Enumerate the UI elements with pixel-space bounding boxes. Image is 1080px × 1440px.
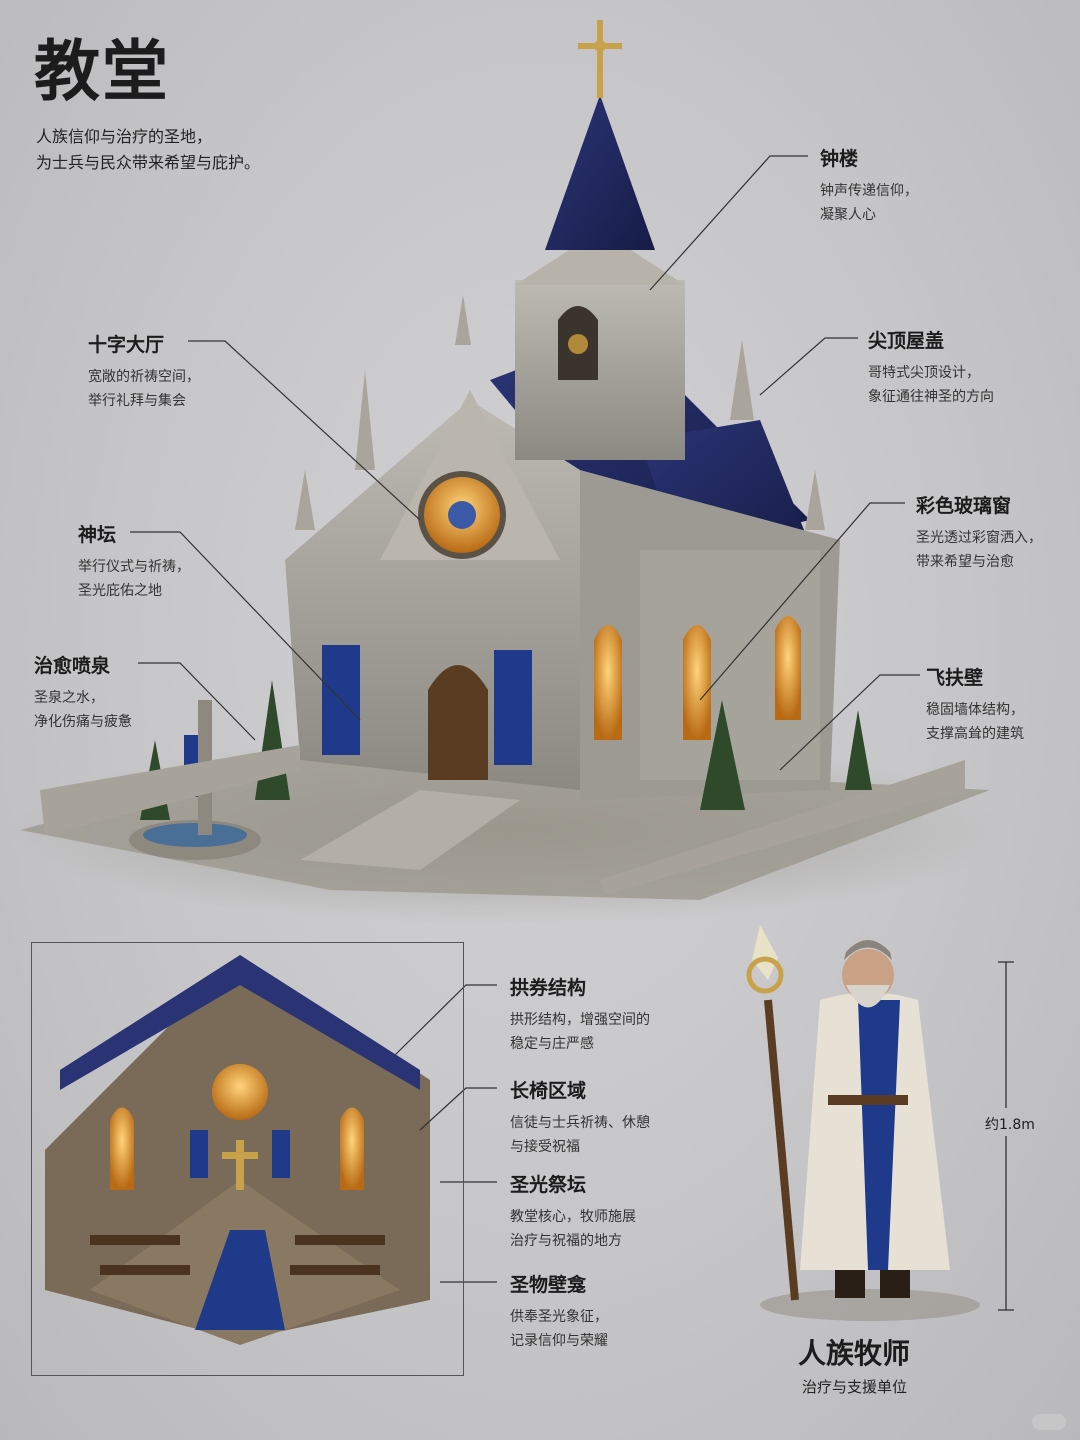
- callout-line: 举行礼拜与集会: [88, 393, 186, 409]
- callout-title: 拱券结构: [510, 977, 587, 999]
- callout-arch-structure: 拱券结构 拱形结构，增强空间的 稳定与庄严感: [510, 973, 650, 1056]
- leader-line-bell-tower: [649, 155, 808, 291]
- callout-line: 举行仪式与祈祷，: [78, 559, 190, 575]
- leader-line-spire-roof: [759, 337, 858, 396]
- callout-title: 圣物壁龛: [510, 1274, 587, 1296]
- leader-line-healing-fountain: [138, 662, 256, 741]
- callout-line: 净化伤痛与疲惫: [34, 714, 132, 730]
- leader-line-cross-hall: [188, 340, 421, 521]
- unit-subtitle: 治疗与支援单位: [802, 1378, 908, 1396]
- callout-line: 支撑高耸的建筑: [926, 726, 1024, 742]
- callout-title: 彩色玻璃窗: [916, 495, 1012, 517]
- subtitle-line: 为士兵与民众带来希望与庇护。: [36, 153, 261, 172]
- callout-line: 治疗与祝福的地方: [510, 1233, 622, 1249]
- callout-line: 圣光透过彩窗洒入，: [916, 530, 1042, 546]
- interior-frame: [31, 942, 464, 1376]
- leader-line-stained-glass: [699, 502, 905, 701]
- callout-title: 飞扶壁: [926, 667, 984, 689]
- callout-line: 圣光庇佑之地: [78, 583, 162, 599]
- callout-title: 十字大厅: [88, 334, 165, 356]
- callout-line: 哥特式尖顶设计，: [868, 365, 980, 381]
- callout-cross-hall: 十字大厅 宽敞的祈祷空间， 举行礼拜与集会: [88, 330, 200, 413]
- callout-flying-buttress: 飞扶壁 稳固墙体结构， 支撑高耸的建筑: [926, 663, 1024, 746]
- interior-illustration: [45, 955, 430, 1345]
- callout-title: 圣光祭坛: [510, 1174, 587, 1196]
- callout-line: 钟声传递信仰，: [820, 183, 918, 199]
- callout-title: 长椅区域: [510, 1080, 587, 1102]
- callout-line: 教堂核心，牧师施展: [510, 1209, 636, 1225]
- watermark-badge: [1032, 1414, 1066, 1430]
- callout-line: 象征通往神圣的方向: [868, 389, 994, 405]
- callout-altar: 神坛 举行仪式与祈祷， 圣光庇佑之地: [78, 520, 190, 603]
- leader-line-arch-structure: [394, 984, 497, 1056]
- callout-line: 信徒与士兵祈祷、休憩: [510, 1115, 650, 1131]
- callout-line: 与接受祝福: [510, 1139, 580, 1155]
- callout-line: 供奉圣光象征，: [510, 1309, 608, 1325]
- callout-line: 带来希望与治愈: [916, 554, 1014, 570]
- callout-healing-fountain: 治愈喷泉 圣泉之水， 净化伤痛与疲惫: [34, 651, 132, 734]
- callout-title: 钟楼: [820, 148, 859, 170]
- unit-name: 人族牧师: [798, 1337, 911, 1370]
- callout-line: 稳固墙体结构，: [926, 702, 1024, 718]
- leader-lines: [130, 155, 920, 1283]
- callout-line: 凝聚人心: [820, 207, 876, 223]
- callout-line: 稳定与庄严感: [510, 1036, 594, 1052]
- leader-line-altar: [130, 531, 361, 721]
- page-subtitle: 人族信仰与治疗的圣地， 为士兵与民众带来希望与庇护。: [36, 124, 260, 176]
- priest-illustration: [746, 925, 980, 1321]
- callout-title: 治愈喷泉: [34, 655, 111, 677]
- leader-line-pew-area: [419, 1087, 497, 1131]
- callout-title: 尖顶屋盖: [868, 330, 945, 352]
- leader-line-flying-buttress: [779, 674, 920, 771]
- callout-bell-tower: 钟楼 钟声传递信仰， 凝聚人心: [820, 144, 918, 227]
- callout-title: 神坛: [78, 524, 117, 546]
- callout-line: 记录信仰与荣耀: [510, 1333, 608, 1349]
- height-label: 约1.8m: [985, 1117, 1035, 1133]
- height-marker: [998, 961, 1014, 1311]
- callout-line: 拱形结构，增强空间的: [510, 1012, 650, 1028]
- callout-relic-niche: 圣物壁龛 供奉圣光象征， 记录信仰与荣耀: [510, 1270, 608, 1353]
- callout-line: 圣泉之水，: [34, 690, 104, 706]
- callout-line: 宽敞的祈祷空间，: [88, 369, 200, 385]
- callout-stained-glass: 彩色玻璃窗 圣光透过彩窗洒入， 带来希望与治愈: [916, 491, 1042, 574]
- callout-pew-area: 长椅区域 信徒与士兵祈祷、休憩 与接受祝福: [510, 1076, 650, 1159]
- page-title: 教堂: [34, 33, 170, 110]
- callout-spire-roof: 尖顶屋盖 哥特式尖顶设计， 象征通往神圣的方向: [868, 326, 994, 409]
- callout-holy-altar: 圣光祭坛 教堂核心，牧师施展 治疗与祝福的地方: [510, 1170, 636, 1253]
- subtitle-line: 人族信仰与治疗的圣地，: [36, 127, 213, 146]
- cathedral-illustration: [10, 20, 1010, 925]
